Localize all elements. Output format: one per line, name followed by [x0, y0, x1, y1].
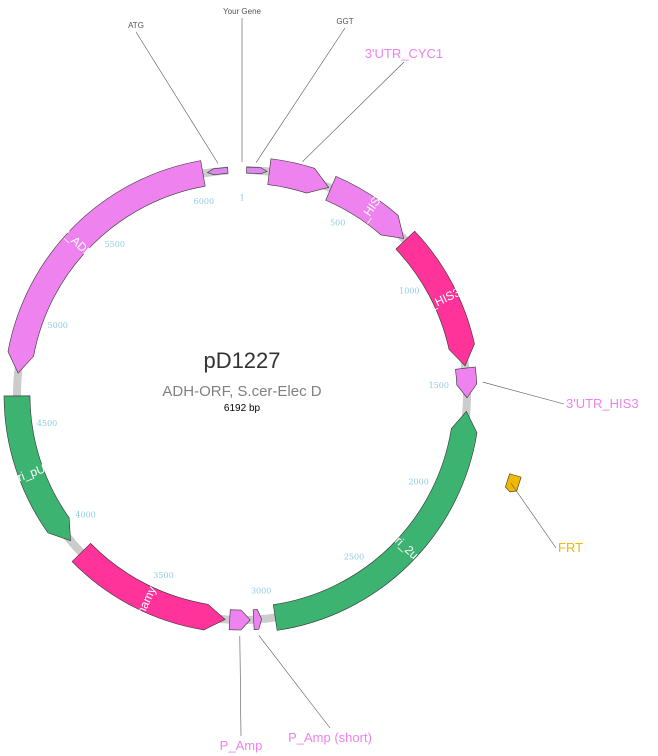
feature-atg-arrow[interactable]: [206, 167, 229, 176]
feature-3utr-cyc1[interactable]: [267, 158, 330, 194]
plasmid-name: pD1227: [203, 348, 280, 373]
center-labels: pD1227 ADH-ORF, S.cer-Elec D 6192 bp: [162, 348, 321, 414]
tick-label-1000: 1000: [399, 287, 419, 296]
tick-label-2000: 2000: [408, 478, 428, 487]
tick-label-3500: 3500: [153, 571, 173, 580]
tick-label-5000: 5000: [48, 321, 68, 330]
tick-label-2500: 2500: [344, 553, 364, 562]
feature-ori-puc[interactable]: [3, 395, 71, 542]
feature-ggt-arrow[interactable]: [246, 166, 268, 175]
leader-p-amp-label: [239, 635, 242, 737]
feature-frt[interactable]: [505, 473, 522, 493]
tick-label-5500: 5500: [105, 240, 125, 249]
callout-atg: ATG: [128, 21, 144, 30]
tick-label-4000: 4000: [75, 510, 95, 519]
feature-p-amp-short[interactable]: [252, 609, 262, 631]
feature-p-his3[interactable]: [325, 175, 405, 239]
callout-3utr-his3-label: 3'UTR_HIS3: [566, 396, 639, 411]
leader-atg: [135, 31, 219, 164]
tick-label-4500: 4500: [37, 419, 57, 428]
tick-label-3000: 3000: [251, 587, 271, 596]
feature-p-adh[interactable]: [7, 160, 206, 374]
feature-layer: P_HIS3M_HIS3_*Ori_2umM_Kanamycin-r_*Ori_…: [3, 158, 522, 645]
plasmid-size: 6192 bp: [224, 403, 261, 414]
leader-p-amp-short-label: [258, 635, 331, 729]
feature-ori-2um[interactable]: [272, 410, 478, 631]
feature-m-his3[interactable]: [395, 230, 475, 367]
feature-3utr-his3[interactable]: [455, 366, 478, 399]
callout-p-amp-label: P_Amp: [220, 738, 263, 753]
callout-3utr-cyc1-label: 3'UTR_CYC1: [365, 46, 443, 61]
plasmid-description: ADH-ORF, S.cer-Elec D: [162, 383, 321, 400]
tick-label-500: 500: [330, 218, 345, 227]
leader-3utr-cyc1-label: [302, 61, 405, 162]
leader-frt-label: [510, 482, 557, 549]
leader-ggt: [255, 27, 346, 163]
tick-label-6000: 6000: [194, 197, 214, 206]
callout-p-amp-short-label: P_Amp (short): [288, 730, 372, 745]
callout-your-gene: Your Gene: [223, 7, 262, 16]
leader-3utr-his3-label: [482, 381, 565, 405]
tick-labels: 1500100015002000250030003500400045005000…: [37, 194, 449, 596]
tick-label-1500: 1500: [429, 381, 449, 390]
feature-p-amp[interactable]: [228, 609, 251, 631]
tick-label-1: 1: [240, 194, 245, 203]
feature-m-kan[interactable]: [71, 542, 226, 631]
callout-frt-label: FRT: [558, 540, 583, 555]
callout-ggt: GGT: [336, 17, 353, 26]
